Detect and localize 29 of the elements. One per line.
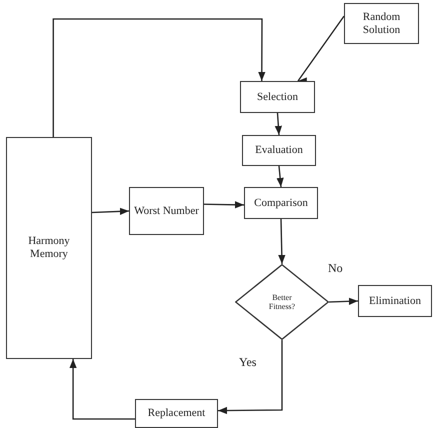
process-box [358, 285, 432, 317]
arrow [274, 112, 282, 136]
decision-diamond [235, 264, 329, 340]
process-box [129, 187, 204, 235]
node-label: Harmony Memory [27, 235, 71, 261]
arrow [218, 340, 283, 414]
arrow [69, 359, 135, 420]
node-label: Worst Number [134, 204, 199, 218]
node-label: Elimination [369, 294, 421, 308]
arrow [328, 298, 358, 305]
arrow [278, 218, 286, 264]
process-box [240, 81, 315, 113]
node-label: Better Fitness? [268, 292, 296, 312]
process-box [244, 187, 318, 219]
process-box [242, 135, 316, 166]
process-box [135, 399, 218, 428]
node-label: Evaluation [255, 144, 303, 157]
arrow [204, 201, 244, 208]
arrow [92, 208, 130, 215]
edge-label: Yes [238, 356, 258, 370]
process-box [344, 3, 419, 44]
edge-label: No [327, 262, 344, 276]
arrow [52, 18, 266, 137]
arrow [276, 166, 284, 188]
node-label: Comparison [254, 196, 308, 210]
node-label: Replacement [148, 407, 206, 420]
node-label: Selection [257, 90, 298, 104]
process-box [6, 137, 92, 359]
node-label: Random Solution [362, 10, 402, 36]
